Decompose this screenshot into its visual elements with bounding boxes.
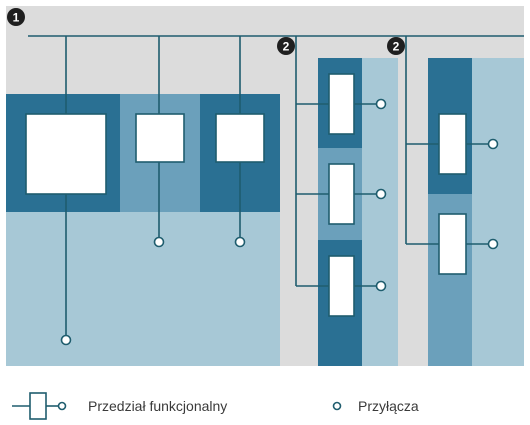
legend-connection-symbol <box>332 401 342 411</box>
terminal-8 <box>487 238 499 250</box>
marker-1-circle <box>7 8 25 26</box>
terminal-3 <box>234 236 246 248</box>
marker-2a-circle <box>277 37 295 55</box>
legend-connections-label: Przyłącza <box>358 398 419 414</box>
compartment-box-middle-2 <box>328 163 355 225</box>
terminal-2 <box>153 236 165 248</box>
terminal-4 <box>375 98 387 110</box>
compartment-box-2 <box>135 113 185 163</box>
marker-1: 1 <box>7 8 25 26</box>
legend-functional-compartment-label: Przedział funkcjonalny <box>88 398 228 414</box>
compartment-boxes <box>25 73 467 317</box>
marker-2b: 2 <box>387 37 405 55</box>
compartment-box-right-1 <box>438 113 467 175</box>
connection-terminals <box>60 98 499 346</box>
legend-terminal <box>57 401 67 411</box>
marker-2b-circle <box>387 37 405 55</box>
compartment-box-middle-1 <box>328 73 355 135</box>
legend-compartment-symbol <box>12 392 67 420</box>
compartment-box-3 <box>215 113 265 163</box>
marker-2a: 2 <box>277 37 295 55</box>
terminal-1 <box>60 334 72 346</box>
connection-lines <box>28 35 524 336</box>
marker-1-label: 1 <box>13 11 20 25</box>
terminal-5 <box>375 188 387 200</box>
terminal-7 <box>487 138 499 150</box>
marker-2a-label: 2 <box>283 40 290 54</box>
compartment-box-middle-3 <box>328 255 355 317</box>
compartment-box-right-2 <box>438 213 467 275</box>
compartment-box-large <box>25 113 107 195</box>
marker-2b-label: 2 <box>393 40 400 54</box>
legend-box <box>29 392 47 420</box>
terminal-6 <box>375 280 387 292</box>
